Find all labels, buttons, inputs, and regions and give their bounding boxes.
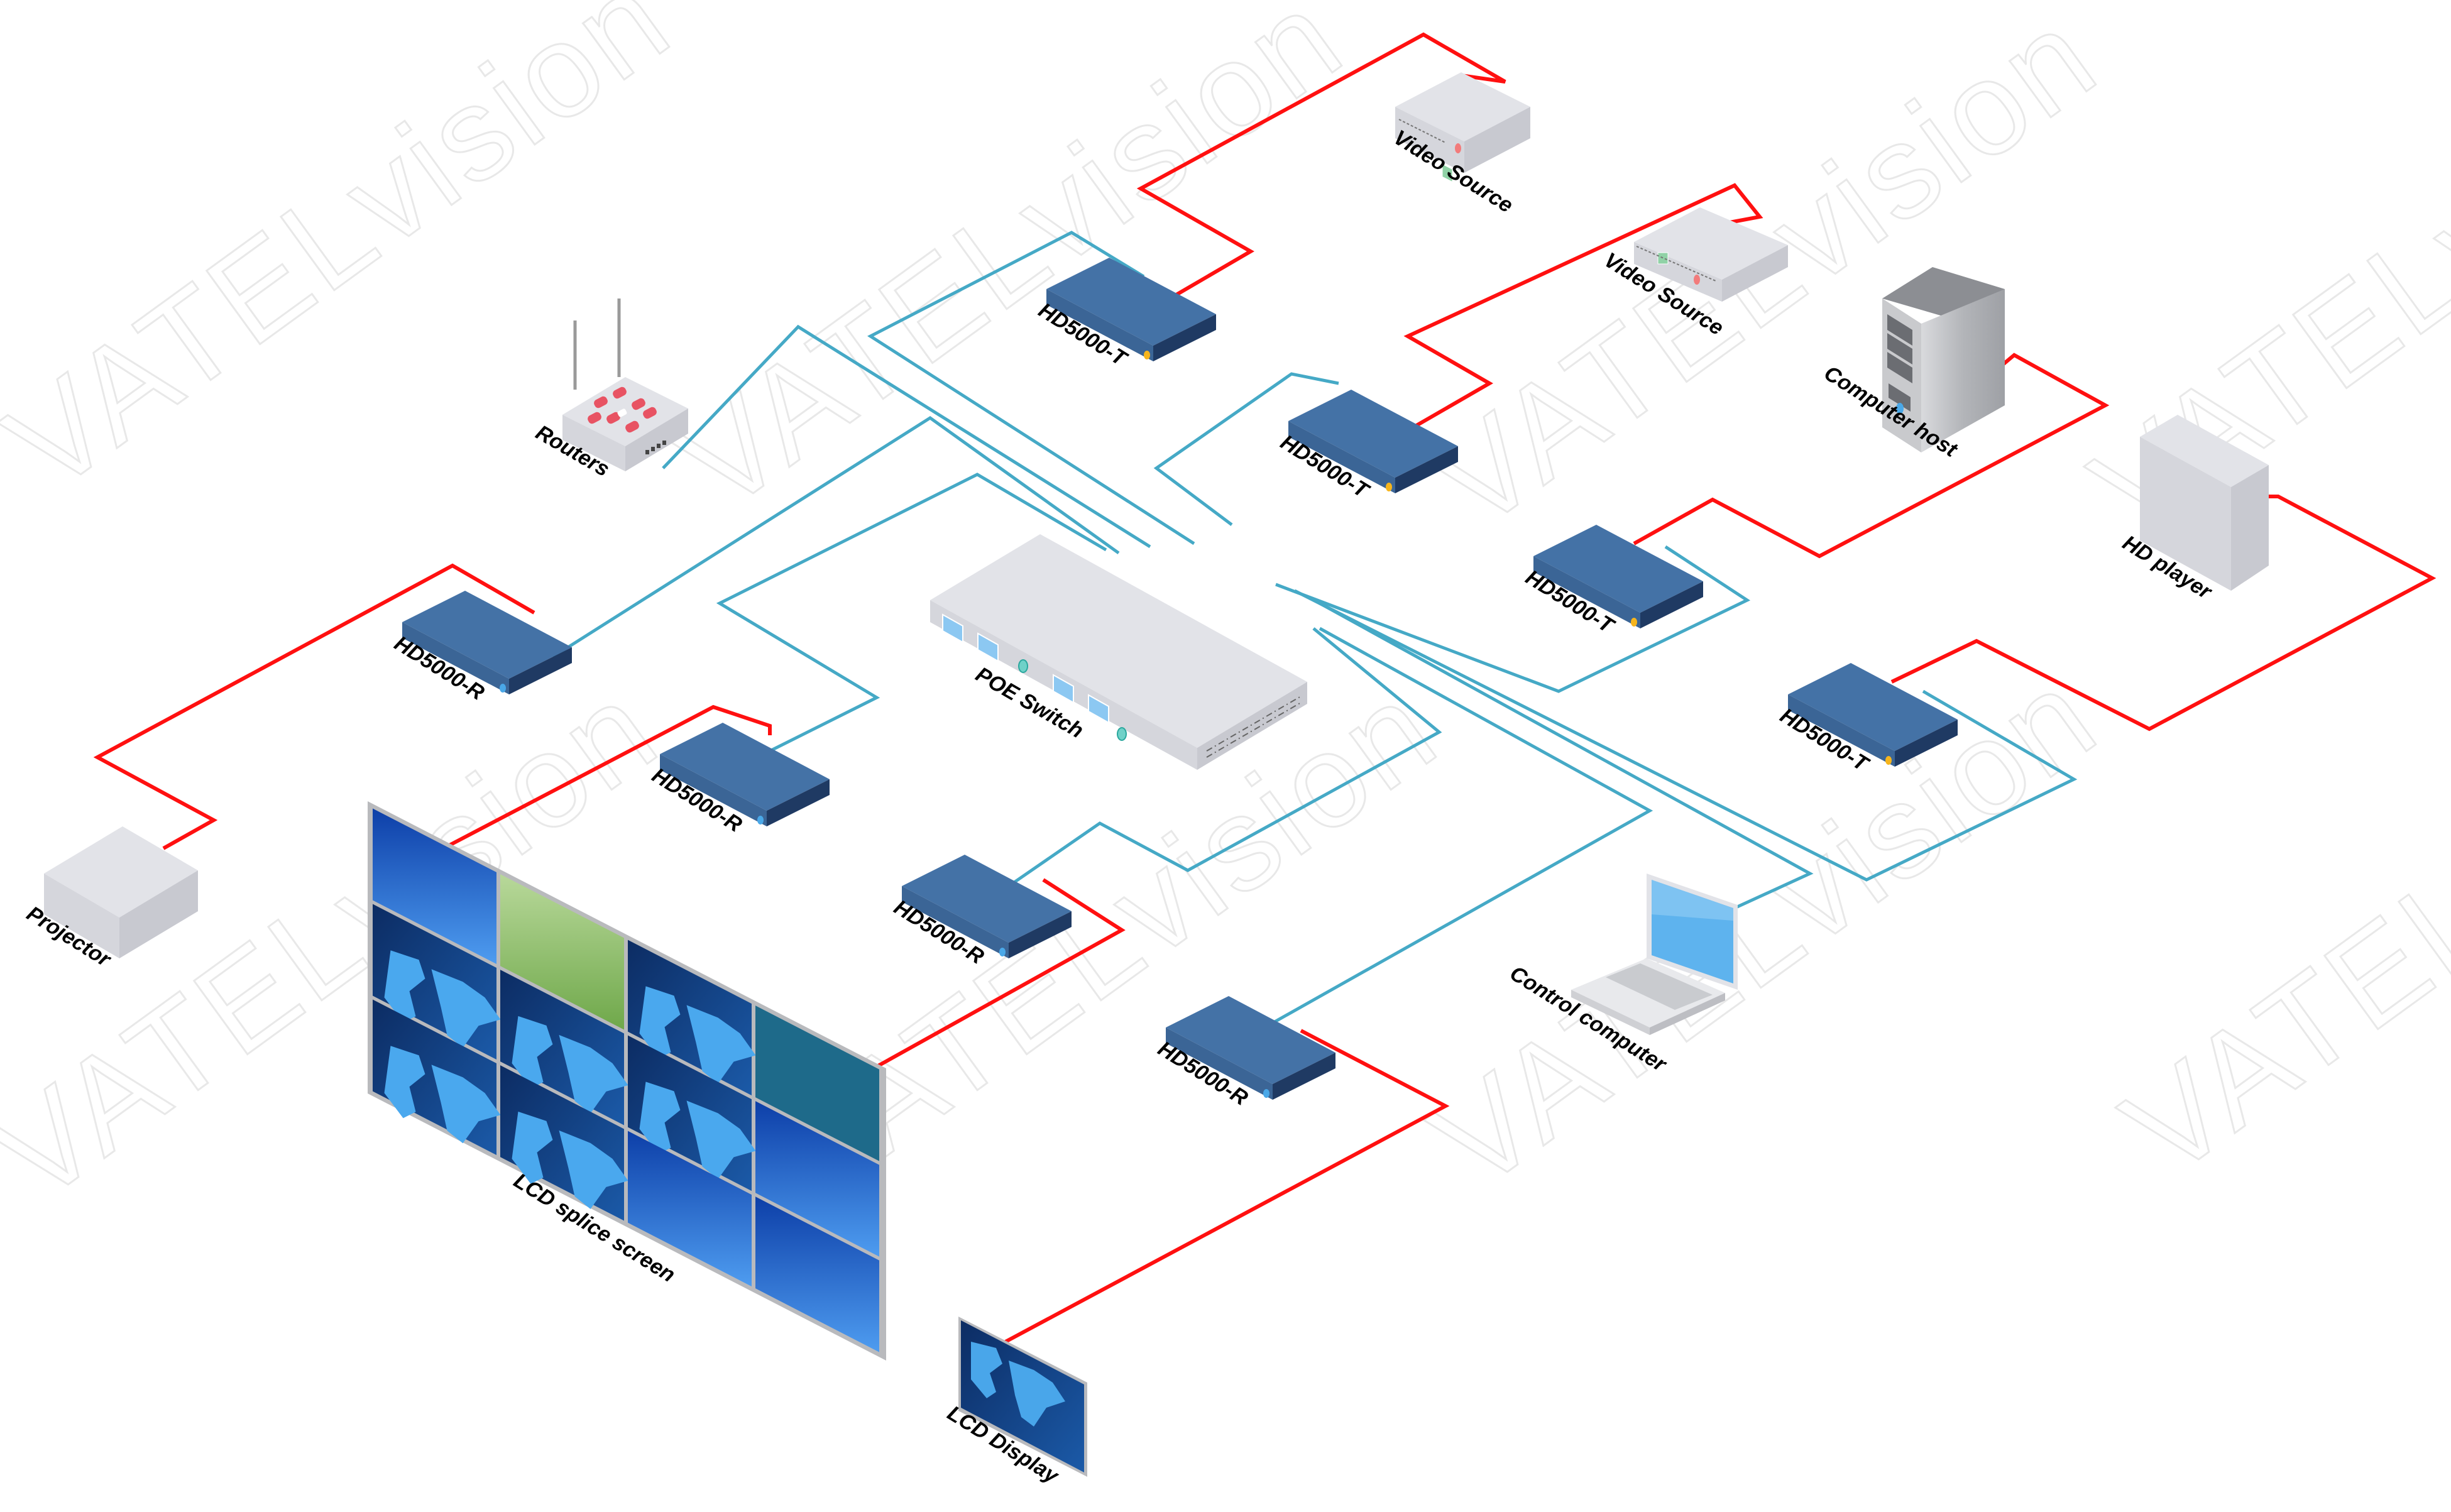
poe-switch[interactable]: POE Switch <box>930 534 1307 770</box>
world-map-icon <box>512 1016 628 1114</box>
cable-rx3-to-splice-screen <box>872 878 1126 1070</box>
device-side <box>1009 911 1072 958</box>
device-top <box>1288 390 1458 478</box>
video-source-1[interactable]: Video Source <box>1390 72 1530 217</box>
world-map-icon <box>639 986 756 1084</box>
switch-status-led <box>1117 727 1127 741</box>
status-led-icon <box>1263 1089 1269 1098</box>
device-front <box>1288 421 1395 493</box>
control-computer[interactable]: Control computer <box>1506 874 1738 1077</box>
device-top <box>1533 525 1703 613</box>
device-front <box>1788 694 1895 767</box>
device-side <box>1895 720 1958 767</box>
device-tx3[interactable]: HD5000-T <box>1522 525 1703 639</box>
router[interactable]: Routers <box>532 299 688 481</box>
device-top <box>660 723 830 811</box>
device-front <box>1046 289 1153 361</box>
video-cables <box>93 32 2437 1344</box>
cable-switch-to-rx3 <box>1007 627 1442 888</box>
watermark: VATELvision <box>652 0 1368 538</box>
power-button-icon <box>1896 403 1904 414</box>
video-wall-tile <box>755 1197 879 1352</box>
cable-switch-to-tx2 <box>1153 372 1339 526</box>
cable-switch-to-rx4 <box>1224 627 1653 1051</box>
status-led-icon <box>1144 351 1150 359</box>
device-front <box>660 754 767 826</box>
cable-rx4-to-lcd-display <box>1004 1029 1450 1344</box>
projector[interactable]: Projector <box>23 826 198 972</box>
cable-switch-to-control-computer <box>1319 601 1814 910</box>
device-side <box>1640 581 1703 628</box>
device-top <box>1788 663 1958 751</box>
router-ports <box>645 441 666 454</box>
watermark: VATELvision <box>1406 640 2122 1217</box>
device-front <box>902 886 1009 958</box>
cable-rx1-to-projector <box>93 563 535 850</box>
video-wall-tile <box>755 1005 879 1161</box>
switch-status-led <box>1018 659 1028 673</box>
cable-hd-player-to-tx4 <box>1890 495 2437 731</box>
device-top <box>902 855 1072 943</box>
cable-switch-to-tx3 <box>1275 545 1751 693</box>
device-tx1[interactable]: HD5000-T <box>1034 258 1216 372</box>
device-side <box>1153 314 1216 361</box>
status-led-icon <box>1885 756 1892 765</box>
drive-bays <box>1887 314 1912 412</box>
cable-computer-host-to-tx3 <box>1633 353 2110 559</box>
world-map-icon <box>512 1111 628 1209</box>
network-cables <box>552 231 2078 1051</box>
device-side <box>1395 446 1458 493</box>
device-side <box>509 647 572 694</box>
cable-video-source-2-to-tx2 <box>1403 183 1763 432</box>
device-top <box>1046 258 1216 346</box>
status-led-icon <box>999 948 1006 956</box>
lcd-splice-screen[interactable]: LCD splice screen <box>368 801 886 1361</box>
device-top <box>1166 996 1335 1084</box>
router-logo-icon <box>588 386 657 433</box>
status-led-icon <box>500 684 506 693</box>
world-map-icon <box>384 950 501 1048</box>
lcd-display[interactable]: LCD Display <box>943 1317 1087 1489</box>
cable-rx2-to-splice-screen <box>448 704 772 847</box>
world-map-icon <box>384 1046 501 1144</box>
device-rx2[interactable]: HD5000-R <box>648 723 830 837</box>
device-rx1[interactable]: HD5000-R <box>390 591 572 705</box>
video-wall-tile <box>628 1131 752 1287</box>
device-tx2[interactable]: HD5000-T <box>1276 390 1458 504</box>
world-map-icon <box>639 1082 756 1180</box>
device-front <box>1166 1027 1273 1100</box>
watermark: VATELvision <box>2098 628 2451 1204</box>
status-led-icon <box>757 816 764 824</box>
cable-switch-to-routers <box>662 324 1151 549</box>
device-side <box>1273 1053 1335 1100</box>
cable-switch-to-tx4 <box>1293 589 2078 882</box>
status-led-icon <box>1631 618 1637 627</box>
device-front <box>1533 556 1640 628</box>
video-wall-tile <box>755 1101 879 1257</box>
cable-video-source-1-to-tx1 <box>1136 32 1506 297</box>
device-side <box>767 779 830 826</box>
world-map-icon <box>971 1342 1065 1427</box>
device-top <box>402 591 572 679</box>
device-front <box>402 622 509 694</box>
video-wall-tile <box>500 874 624 1030</box>
video-wall-tile <box>373 808 496 964</box>
cable-switch-to-rx2 <box>716 473 1107 756</box>
switch-vent-icon <box>1206 696 1302 758</box>
cable-switch-to-rx1 <box>552 415 1120 659</box>
status-led-icon <box>1386 483 1392 491</box>
cable-switch-to-tx1 <box>867 231 1195 545</box>
switch-ports <box>942 613 1109 724</box>
device-rx4[interactable]: HD5000-R <box>1154 996 1335 1110</box>
